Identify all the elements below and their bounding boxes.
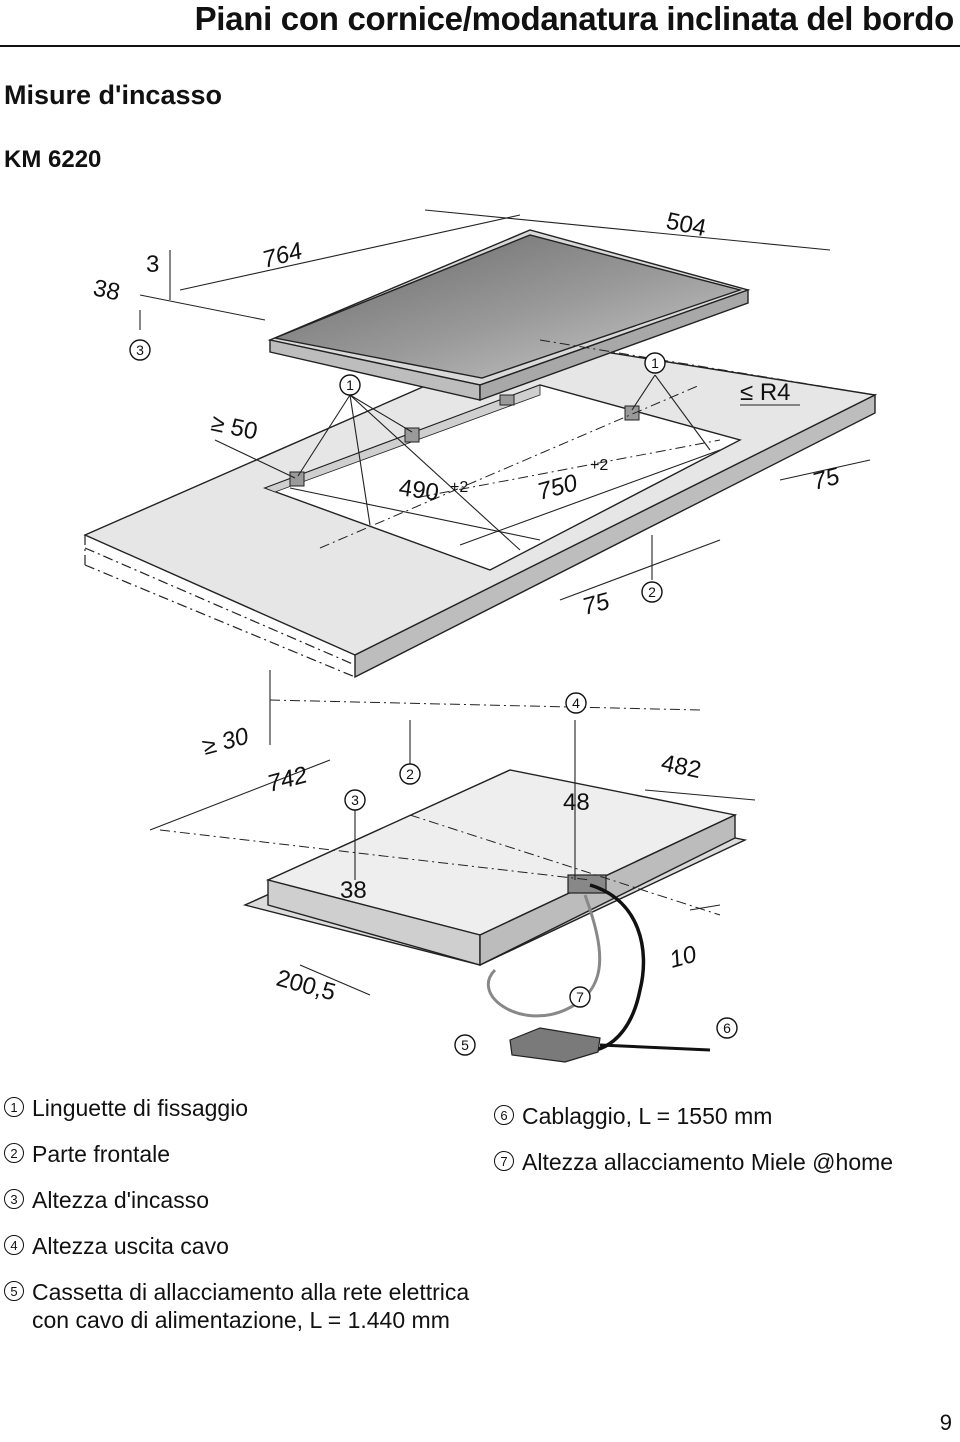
legend-number-3: 3	[4, 1189, 24, 1209]
legend-text-1: Linguette di fissaggio	[32, 1095, 249, 1121]
dim-504: 504	[664, 207, 709, 242]
legend-text-7: Altezza allacciamento Miele @home	[522, 1149, 894, 1175]
dim-38-top: 38	[91, 274, 123, 306]
legend-item-6: 6 Cablaggio, L = 1550 mm	[492, 1102, 952, 1130]
junction-box	[509, 1027, 601, 1063]
legend-item-4: 4 Altezza uscita cavo	[2, 1232, 472, 1260]
legend-text-5: Cassetta di allacciamento alla rete elet…	[32, 1279, 470, 1333]
dim-750-tol: +2	[590, 457, 608, 474]
legend-text-6: Cablaggio, L = 1550 mm	[522, 1103, 773, 1129]
legend-text-3: Altezza d'incasso	[32, 1187, 209, 1213]
installation-diagram: 504 764 38 3 ≥ 50 ≤ R4 490 +2 750 +2 75 …	[83, 207, 878, 1063]
legend-item-2: 2 Parte frontale	[2, 1140, 472, 1168]
callout-1-right: 1	[644, 352, 666, 374]
callout-4: 4	[565, 692, 587, 714]
callout-1-left: 1	[339, 374, 361, 396]
dim-482: 482	[659, 749, 704, 784]
legend-item-1: 1 Linguette di fissaggio	[2, 1094, 472, 1122]
legend-number-4: 4	[4, 1235, 24, 1255]
dim-490: 490	[397, 474, 440, 506]
hob-underside	[242, 769, 748, 967]
svg-text:1: 1	[651, 355, 659, 371]
legend-right: 6 Cablaggio, L = 1550 mm 7 Altezza allac…	[492, 1102, 952, 1194]
legend-number-7: 7	[494, 1151, 514, 1171]
dim-200-5: 200,5	[273, 965, 338, 1007]
legend-text-4: Altezza uscita cavo	[32, 1233, 229, 1259]
header-rule	[0, 45, 960, 47]
svg-text:6: 6	[723, 1020, 731, 1036]
dim-764: 764	[260, 237, 306, 273]
legend-number-5: 5	[4, 1281, 24, 1301]
legend-item-5: 5 Cassetta di allacciamento alla rete el…	[2, 1278, 472, 1334]
section-title: Misure d'incasso	[4, 80, 222, 110]
dim-48: 48	[563, 789, 590, 816]
legend-number-2: 2	[4, 1143, 24, 1163]
svg-text:3: 3	[351, 792, 359, 808]
legend-left: 1 Linguette di fissaggio 2 Parte frontal…	[2, 1094, 472, 1352]
dim-le-r4: ≤ R4	[740, 379, 791, 406]
dim-3-top: 3	[146, 251, 159, 278]
dim-490-tol: +2	[450, 479, 468, 496]
dim-ge30: ≥ 30	[200, 723, 253, 761]
callout-2-bottom: 2	[399, 763, 421, 785]
svg-text:7: 7	[576, 989, 584, 1005]
svg-text:2: 2	[648, 584, 656, 600]
dim-10: 10	[667, 941, 700, 974]
fixing-tabs	[289, 394, 640, 487]
svg-text:1: 1	[346, 377, 354, 393]
svg-text:5: 5	[461, 1037, 469, 1053]
legend-number-6: 6	[494, 1105, 514, 1125]
callout-6: 6	[716, 1017, 738, 1039]
svg-text:2: 2	[406, 766, 414, 782]
wiring-cable	[579, 883, 646, 1053]
callout-3-top: 3	[129, 339, 151, 361]
callout-5: 5	[454, 1034, 476, 1056]
power-cable	[486, 894, 602, 1018]
legend-number-1: 1	[4, 1097, 24, 1117]
callout-2-top: 2	[641, 581, 663, 603]
callout-7: 7	[569, 986, 591, 1008]
callout-3-bottom: 3	[344, 789, 366, 811]
legend-text-2: Parte frontale	[32, 1141, 171, 1167]
hob-top	[267, 229, 751, 401]
legend-item-7: 7 Altezza allacciamento Miele @home	[492, 1148, 952, 1176]
page-header-title: Piani con cornice/modanatura inclinata d…	[194, 0, 955, 37]
model-label: KM 6220	[4, 146, 102, 173]
svg-text:3: 3	[136, 342, 144, 358]
legend-item-3: 3 Altezza d'incasso	[2, 1186, 472, 1214]
dim-75-front: 75	[580, 588, 613, 621]
dim-38-bottom: 38	[340, 877, 367, 904]
page-number: 9	[939, 1410, 952, 1435]
svg-text:4: 4	[572, 695, 580, 711]
dim-742: 742	[265, 761, 311, 797]
